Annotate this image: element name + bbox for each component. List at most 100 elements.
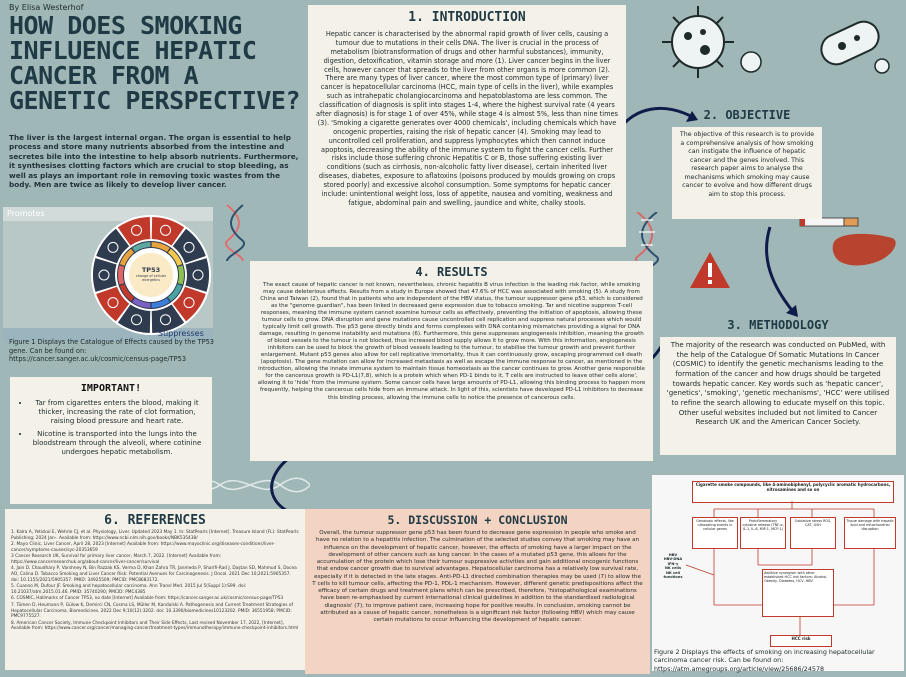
objective-box: The objective of this research is to pro… <box>672 127 822 219</box>
objective-heading: 2. OBJECTIVE <box>703 108 791 122</box>
tp53-ring-segment <box>151 242 170 253</box>
tp53-catalogue-figure: Promotes Suppresses TP53 change of cellu… <box>3 207 213 342</box>
fig2-side-label: IFN-γ <box>667 561 679 566</box>
tp53-hallmark-wedge <box>172 228 206 264</box>
fig2-box-text: Genotoxic effects, like nitrosating even… <box>696 519 734 532</box>
tp53-ring-segment <box>177 265 184 285</box>
tp53-ring-segment <box>119 248 135 266</box>
tp53-center-sublabel: change of cellular energetics <box>135 274 167 283</box>
tp53-hallmark-wedge <box>151 304 185 333</box>
results-section: 4. RESULTS The exact cause of hepatic ca… <box>250 261 653 461</box>
tp53-hallmark-icon <box>183 241 195 253</box>
discussion-section: 5. DISCUSSION + CONCLUSION Overall, the … <box>305 509 650 674</box>
reference-item: 1. Kalra A, Yetiskul E, Wehrle CJ, et al… <box>11 530 299 541</box>
tp53-hallmark-wedge <box>96 228 130 264</box>
fig2-tissue-box: Tissue damage with hepatic lipid and mit… <box>844 517 896 549</box>
fig2-header-box: Cigarette smoke compounds, like 4-aminob… <box>692 481 894 503</box>
poster-title: How does smoking influence hepatic cance… <box>9 11 301 115</box>
references-section: 6. REFERENCES 1. Kalra A, Yetiskul E, We… <box>5 509 305 670</box>
tp53-ring-segment <box>132 242 151 253</box>
important-item: Nicotine is transported into the lungs i… <box>30 430 204 457</box>
figure2-diagram: Cigarette smoke compounds, like 4-aminob… <box>652 475 904 671</box>
introduction-section: 1. INTRODUCTION Hepatic cancer is charac… <box>308 5 626 247</box>
fig2-synergism-box: Additive synergism with other establishe… <box>762 569 834 617</box>
fig2-side-label: HBV-DNA <box>663 557 683 562</box>
tp53-hallmark-icon <box>130 314 142 326</box>
fig2-synergism-text: Additive synergism with other establishe… <box>764 571 828 584</box>
results-body: The exact cause of hepatic cancer is not… <box>257 282 646 401</box>
promotes-label: Promotes <box>7 209 45 218</box>
tp53-ring-segment <box>151 297 170 308</box>
liver-icon <box>832 233 896 266</box>
reference-item: 5. Cuanno M, Dufour JF. Smoking and hepa… <box>11 584 247 595</box>
fig2-side-labels: HBV HBV-DNA IFN-γ NK cells NK cell funct… <box>656 553 690 580</box>
tp53-ring-segment <box>167 284 183 302</box>
important-heading: IMPORTANT! <box>80 383 142 394</box>
figure1-caption: Figure 1 Displays the Catalogue of Effec… <box>9 338 214 364</box>
tp53-hallmark-icon <box>160 224 172 236</box>
methodology-body: The majority of the research was conduct… <box>666 341 890 427</box>
tp53-center-label: TP53 <box>141 266 161 274</box>
fig2-side-label: NK cells <box>664 566 682 571</box>
important-list: Tar from cigarettes enters the blood, ma… <box>18 399 204 458</box>
bacteria-illustration-icon <box>820 20 890 74</box>
reference-item: 7. Tümen D, Heumann P, Gülow K, Demirci … <box>11 602 293 620</box>
tp53-hallmark-wedge <box>92 258 117 292</box>
objective-body: The objective of this research is to pro… <box>679 131 815 198</box>
reference-item: 2. Mayo Clinic, Liver Cancer, April 28, … <box>11 542 275 553</box>
fig2-genotoxic-box: Genotoxic effects, like nitrosating even… <box>692 517 738 549</box>
fig2-oxidative-box: Oxidative stress ROS, CAT, GSH <box>790 517 836 549</box>
tp53-hallmark-wedge <box>172 286 206 322</box>
results-heading: 4. RESULTS <box>415 265 488 279</box>
tp53-ring-segment <box>132 297 151 308</box>
tp53-hallmark-icon <box>192 269 204 281</box>
tp53-hallmark-wedge <box>117 304 151 333</box>
dna-helix-icon <box>224 204 246 262</box>
tp53-ring-segment <box>167 248 183 266</box>
reference-item: 6. COSMIC, Hallmarks of Cancer TP53, no … <box>11 596 284 602</box>
important-item: Tar from cigarettes enters the blood, ma… <box>30 399 204 426</box>
fig2-outcome-text: HCC risk <box>791 636 811 641</box>
tp53-ring-segment <box>118 265 125 285</box>
reference-item: 8. American Cancer Society, Immune Check… <box>11 620 299 632</box>
reference-item: 3 Cancer Research UK, Survival for prima… <box>11 554 222 565</box>
tp53-hallmark-icon <box>107 241 119 253</box>
tp53-hallmark-wedge <box>96 286 130 322</box>
fig2-outcome-box: HCC risk <box>770 635 832 647</box>
methodology-box: The majority of the research was conduct… <box>660 337 896 455</box>
tp53-hallmark-icon <box>107 297 119 309</box>
reference-item: 4. Jain D, Chaudhary P, Varshney N, Bin … <box>11 566 297 583</box>
fig2-side-label: HBV <box>668 553 678 557</box>
fig2-box-text: Tissue damage with hepatic lipid and mit… <box>846 519 894 532</box>
important-box: IMPORTANT! Tar from cigarettes enters th… <box>10 377 212 504</box>
fig2-connectors <box>685 501 875 635</box>
fig2-header-text: Cigarette smoke compounds, like 4-aminob… <box>695 482 891 492</box>
tp53-hallmark-icon <box>98 269 110 281</box>
suppresses-label: Suppresses <box>158 329 204 338</box>
figure2-caption: Figure 2 Displays the effects of smoking… <box>654 648 875 673</box>
tp53-hallmark-wedge <box>117 217 151 246</box>
objective-section: 2. OBJECTIVE The objective of this resea… <box>672 108 822 219</box>
tp53-hallmark-icon <box>183 297 195 309</box>
fig2-box-text: Proinflammatory cytokine release (TNF-α,… <box>742 519 784 532</box>
introduction-body: Hepatic cancer is characterised by the a… <box>316 30 618 207</box>
discussion-heading: 5. DISCUSSION + CONCLUSION <box>387 513 568 527</box>
tp53-ring-segment <box>119 284 135 302</box>
warning-triangle-icon <box>690 252 730 288</box>
tp53-hallmark-wedge <box>185 258 210 292</box>
tp53-hallmark-wedge <box>151 217 185 246</box>
fig2-cytokine-box: Proinflammatory cytokine release (TNF-α,… <box>740 517 786 549</box>
tp53-hallmark-icon <box>160 314 172 326</box>
discussion-body: Overall, the tumour suppressor gene p53 … <box>312 530 643 624</box>
arrow-to-methodology-icon <box>765 226 798 317</box>
introduction-heading: 1. INTRODUCTION <box>408 10 526 25</box>
methodology-section: 3. METHODOLOGY The majority of the resea… <box>660 318 896 458</box>
fig2-side-label: NK cell functions <box>663 570 683 580</box>
fig2-box-text: Oxidative stress ROS, CAT, GSH <box>794 519 832 528</box>
tp53-hallmark-icon <box>130 224 142 236</box>
methodology-heading: 3. METHODOLOGY <box>727 318 829 332</box>
author-name: By Elisa Westerhof <box>9 3 84 12</box>
references-heading: 6. REFERENCES <box>104 513 206 528</box>
virus-illustration-icon <box>662 6 762 78</box>
liver-intro-paragraph: The liver is the largest internal organ.… <box>9 133 299 190</box>
